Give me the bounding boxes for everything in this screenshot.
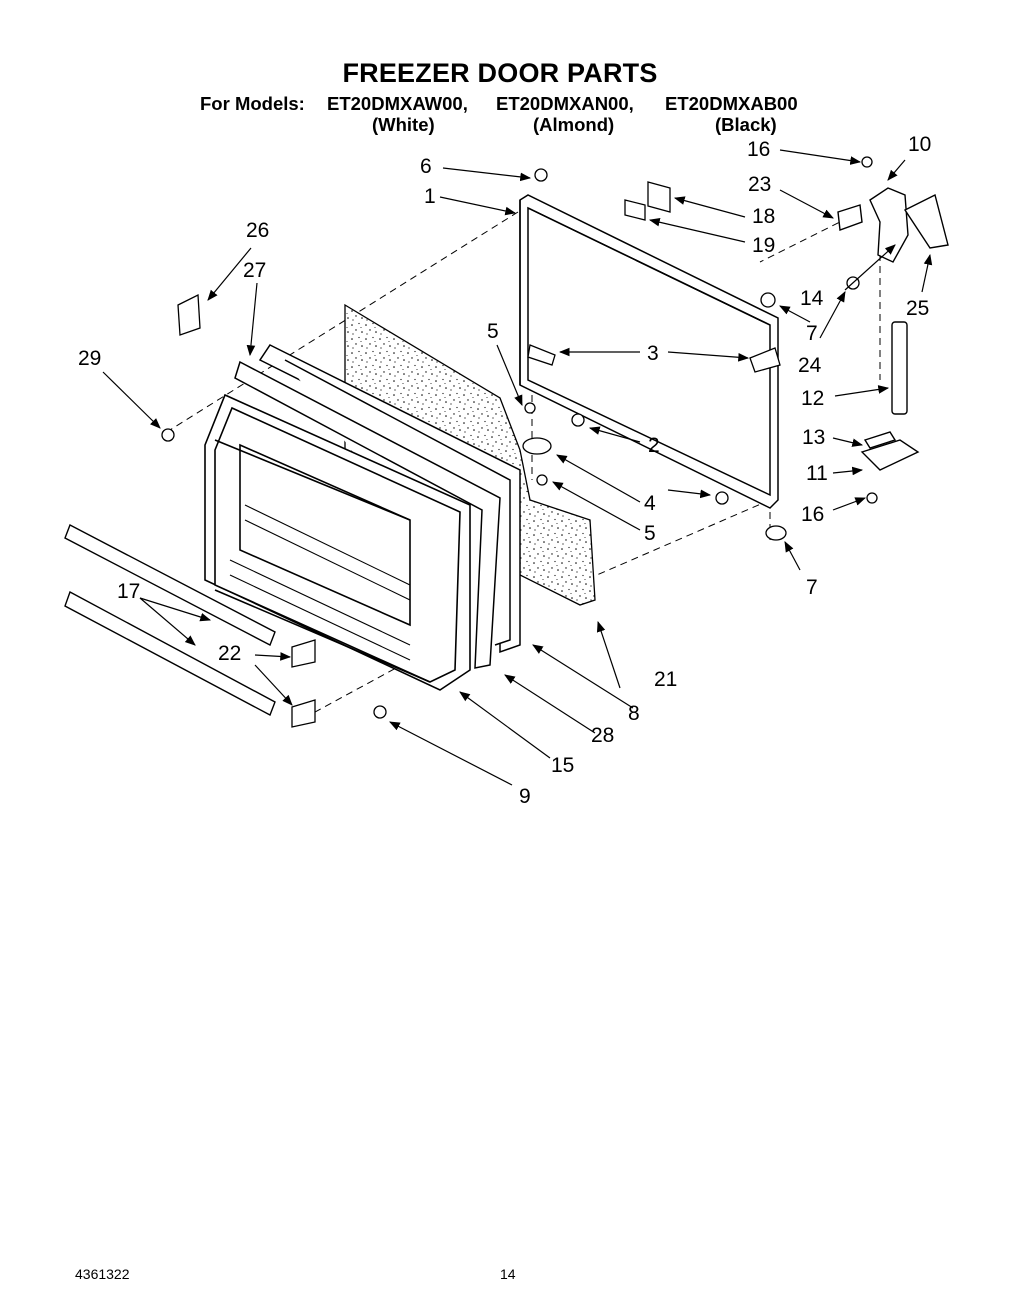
callout-24: 24	[798, 354, 822, 377]
callout-25: 25	[906, 297, 929, 320]
screws-and-fasteners	[161, 156, 878, 728]
callout-13: 13	[802, 426, 825, 449]
callout-19: 19	[752, 234, 775, 257]
callout-21: 21	[654, 668, 677, 691]
callout-labels: 1 2 3 4 5 5 6 7 7 8 9 10 11 12 13 14 15 …	[78, 133, 931, 808]
model-color-almond: (Almond)	[533, 114, 615, 135]
callout-27: 27	[243, 259, 266, 282]
callout-14: 14	[800, 287, 824, 310]
page-title: FREEZER DOOR PARTS	[342, 58, 658, 88]
callout-6: 6	[420, 155, 432, 178]
callout-5-lower: 5	[644, 522, 656, 545]
callout-7-upper: 7	[806, 322, 818, 345]
callout-11: 11	[806, 462, 828, 485]
doc-number: 4361322	[75, 1266, 130, 1282]
callout-22: 22	[218, 642, 241, 665]
callout-7-lower: 7	[806, 576, 818, 599]
callout-10: 10	[908, 133, 931, 156]
callout-5-upper: 5	[487, 320, 499, 343]
callout-1: 1	[424, 185, 436, 208]
liner-shelf-ribs	[229, 504, 411, 661]
page-number: 14	[500, 1266, 516, 1282]
callout-15: 15	[551, 754, 574, 777]
leader-arrows	[102, 149, 933, 786]
callout-28: 28	[591, 724, 614, 747]
outer-door-frame	[519, 194, 779, 509]
callout-29: 29	[78, 347, 101, 370]
callout-18: 18	[752, 205, 775, 228]
callout-23: 23	[748, 173, 771, 196]
model-color-white: (White)	[372, 114, 435, 135]
hinge-parts	[837, 187, 949, 471]
model-code-almond: ET20DMXAN00,	[496, 93, 634, 114]
handle-trim-strips	[64, 524, 276, 716]
callout-17: 17	[117, 580, 140, 603]
callout-9: 9	[519, 785, 531, 808]
models-prefix: For Models:	[200, 93, 305, 114]
model-color-black: (Black)	[715, 114, 777, 135]
callout-12: 12	[801, 387, 824, 410]
callout-3: 3	[647, 342, 659, 365]
model-code-white: ET20DMXAW00,	[327, 93, 468, 114]
callout-16-lower: 16	[801, 503, 824, 526]
callout-26: 26	[246, 219, 269, 242]
callout-4: 4	[644, 492, 656, 515]
callout-2: 2	[648, 434, 660, 457]
callout-8: 8	[628, 702, 640, 725]
model-code-black: ET20DMXAB00	[665, 93, 798, 114]
callout-16-upper: 16	[747, 138, 770, 161]
